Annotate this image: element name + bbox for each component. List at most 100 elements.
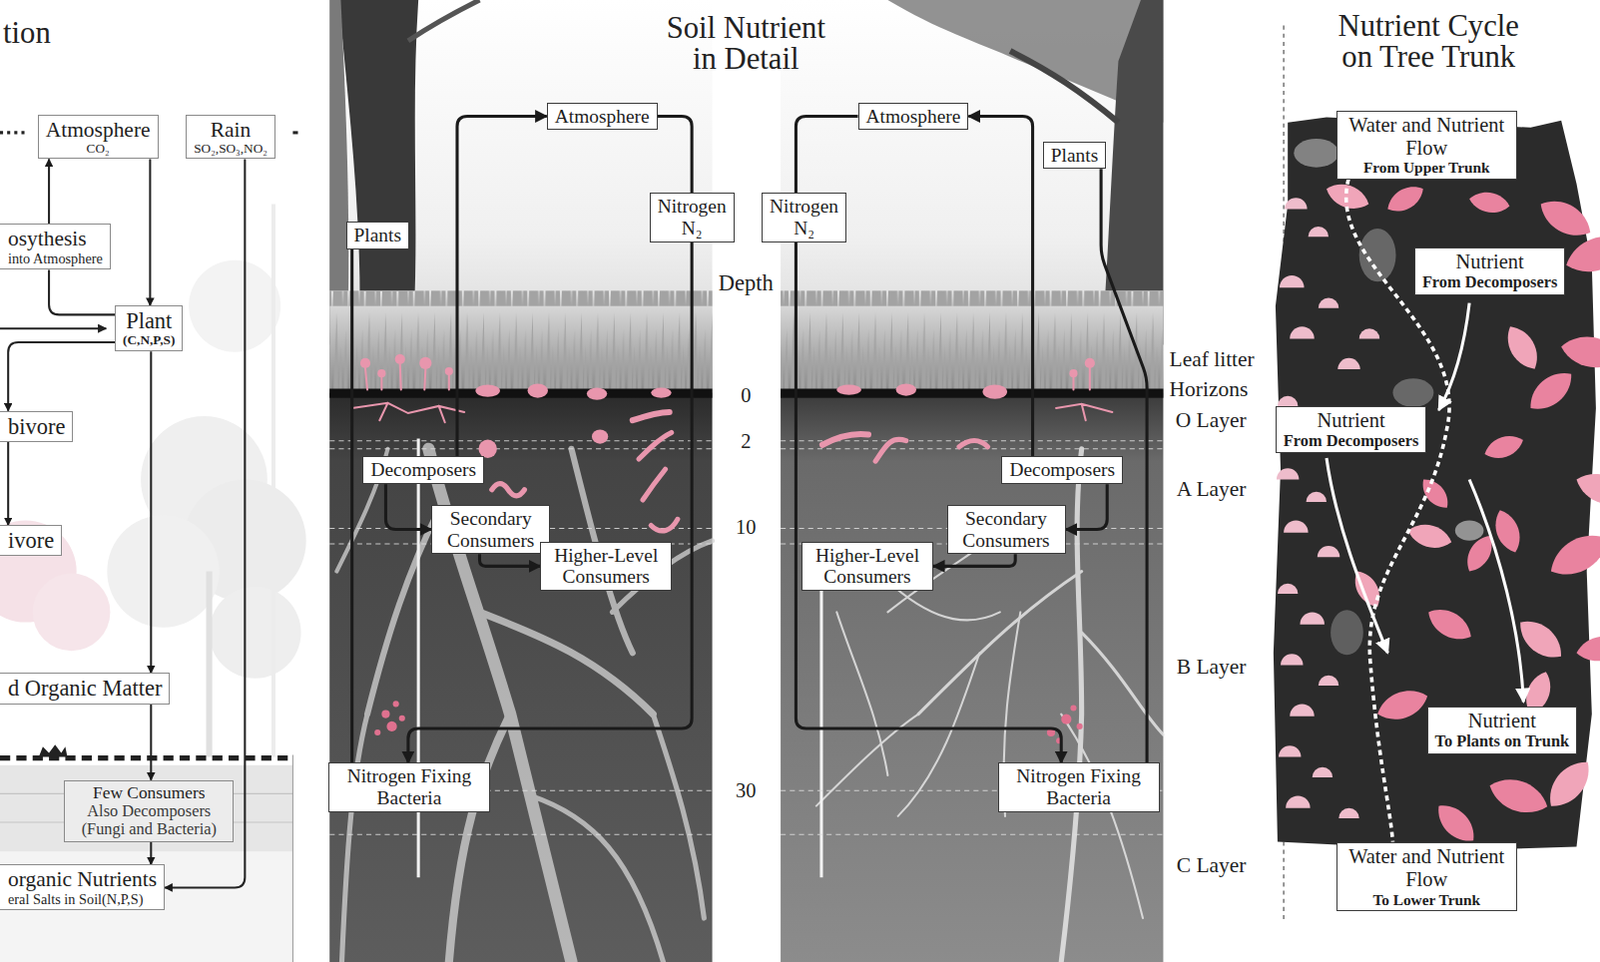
node-text: CO₂: [45, 141, 151, 157]
bug: [896, 383, 917, 396]
connector: [795, 242, 1062, 764]
text-box: organic Nutrientseral Salts in Soil(N,P,…: [0, 864, 165, 911]
panel-title: Nutrient Cycle on Tree Trunk: [1329, 10, 1529, 72]
mushroom-cap: [1279, 275, 1305, 288]
small-icon: [38, 744, 68, 757]
node-text: Atmosphere: [45, 117, 151, 142]
node-text: Nitrogen: [769, 195, 839, 218]
root: [479, 611, 653, 714]
panel-title: Soil Nutrient in Detail: [658, 12, 833, 74]
node-text: From Decomposers: [1422, 273, 1558, 292]
depth-tick: 2: [740, 431, 751, 452]
bark-mottle: [1392, 378, 1434, 408]
root: [449, 714, 511, 962]
text-box: NitrogenN₂: [761, 192, 847, 243]
node-text: Higher-Level Consumers: [547, 544, 664, 589]
node-text: ivore: [7, 528, 54, 553]
bug: [650, 387, 671, 398]
bacterium: [399, 715, 406, 722]
text-box: Nitrogen Fixing Bacteria: [998, 762, 1160, 813]
bug: [591, 429, 608, 444]
mushroom-cap: [1289, 326, 1315, 339]
worm: [650, 519, 678, 532]
bacteria-dots: [374, 700, 1082, 744]
text-box: Decomposers: [362, 456, 485, 485]
mushroom-cap: [1337, 358, 1360, 370]
root: [918, 570, 1082, 714]
dotted-line: [292, 130, 298, 134]
tree-trunk: [271, 203, 276, 757]
mushroom-cap: [1318, 675, 1339, 686]
text-box: Plants: [1043, 141, 1106, 170]
node-text: To Lower Trunk: [1344, 891, 1510, 909]
layer-label: B Layer: [1176, 656, 1247, 678]
bacterium: [381, 710, 390, 719]
text-box: Water and Nutrient FlowTo Lower Trunk: [1336, 842, 1518, 912]
root: [652, 714, 704, 919]
node-text: Higher-Level Consumers: [809, 544, 926, 589]
depth-tick: 10: [735, 517, 756, 537]
text-box: Secondary Consumers: [947, 505, 1067, 555]
text-box: Plant(C,N,P,S): [114, 305, 183, 352]
node-text: Nitrogen: [657, 195, 727, 218]
depth-line: [780, 448, 1163, 450]
leaf: [1481, 431, 1527, 465]
node-text: bivore: [7, 414, 65, 440]
node-text: Nitrogen Fixing Bacteria: [1006, 765, 1152, 810]
panel-border: [292, 755, 294, 962]
fungus: [377, 369, 386, 378]
node-text: Atmosphere: [554, 105, 650, 128]
connector: [933, 553, 1016, 566]
leaf: [1572, 466, 1600, 513]
text-box: ivore: [0, 525, 62, 556]
roots: [336, 449, 712, 962]
text-box: Atmosphere: [858, 102, 970, 131]
mushroom-cap: [1338, 808, 1359, 819]
connector: [7, 342, 115, 412]
worm: [875, 439, 907, 462]
bug: [586, 387, 607, 400]
connector: [149, 351, 152, 673]
connector: [350, 249, 354, 763]
text-box: bivore: [0, 411, 73, 443]
trunk-plants: [1276, 178, 1600, 850]
node-text: eral Salts in Soil(N,P,S): [7, 891, 157, 908]
root: [341, 714, 368, 962]
connector: [1066, 484, 1108, 530]
mushroom-cap: [1285, 795, 1311, 808]
nutrient-arrow: [1438, 303, 1470, 411]
node-text: Few Consumers: [71, 783, 226, 803]
axis-title: Depth: [718, 272, 774, 295]
root: [1081, 632, 1164, 735]
node-text: d Organic Matter: [7, 675, 162, 701]
bug: [475, 384, 501, 397]
node-text: N₂: [769, 217, 839, 240]
node-text: SO₂,SO₃,NO₂: [193, 141, 268, 157]
tree-trunk: [1273, 117, 1597, 850]
mushroom-cap: [1318, 298, 1339, 309]
bug: [528, 383, 548, 398]
node-text: Nutrient: [1422, 250, 1558, 274]
soil: [780, 393, 1163, 962]
connector: [47, 158, 50, 224]
root: [1061, 714, 1143, 919]
bark-mottle: [1455, 520, 1485, 540]
node-text: Plants: [1051, 144, 1098, 167]
leaf: [1484, 771, 1553, 821]
node-text: Water and Nutrient Flow: [1344, 845, 1510, 892]
worm: [959, 441, 989, 448]
leaf: [1540, 753, 1599, 816]
panel-title: tion: [2, 17, 51, 49]
text-box: Secondary Consumers: [431, 505, 550, 555]
depth-tick: 0: [740, 385, 751, 406]
mushroom-cap: [1359, 328, 1380, 339]
text-box: Nitrogen Fixing Bacteria: [328, 762, 491, 813]
bug: [982, 384, 1008, 399]
node-text: Nutrient: [1435, 709, 1571, 733]
node-text: Water and Nutrient Flow: [1344, 113, 1510, 160]
leaf: [1574, 632, 1600, 665]
node-text: Secondary Consumers: [955, 508, 1059, 552]
millipede: [632, 412, 670, 421]
mushroom-cap: [1283, 520, 1309, 533]
